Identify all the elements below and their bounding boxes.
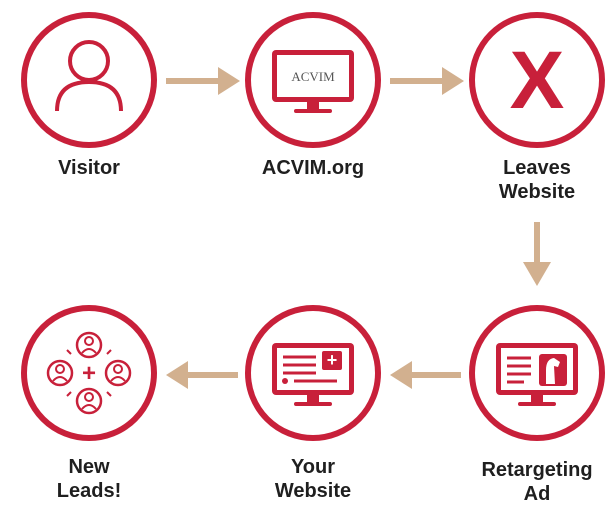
acvim-screen-text: ACVIM xyxy=(291,69,335,84)
monitor-website-icon: + xyxy=(272,343,354,406)
leads-icon xyxy=(46,331,132,415)
node-visitor xyxy=(21,12,157,148)
dog-icon xyxy=(546,358,560,384)
arrow-your-website-to-new-leads xyxy=(166,361,238,389)
lead-person-top xyxy=(75,331,103,359)
person-icon xyxy=(55,40,123,112)
leads-plus-icon: + xyxy=(82,360,96,387)
label-your-website: Your Website xyxy=(253,455,373,503)
monitor-ad-icon xyxy=(496,343,578,406)
label-retargeting-ad: Retargeting Ad xyxy=(462,458,612,506)
label-leaves-line-1: Leaves xyxy=(503,157,571,179)
label-leaves-line-2: Website xyxy=(498,181,576,203)
lead-person-left xyxy=(46,359,74,387)
x-icon: X xyxy=(510,35,565,126)
node-acvim: ACVIM xyxy=(245,12,381,148)
label-acvim: ACVIM.org xyxy=(261,157,365,179)
arrow-acvim-to-leaves xyxy=(390,67,464,95)
node-leaves-website: X xyxy=(469,12,605,148)
label-your-line-1: Your xyxy=(290,456,336,478)
label-visitor: Visitor xyxy=(58,157,120,179)
arrow-leaves-to-retargeting xyxy=(523,222,551,286)
label-retargeting-line-2: Ad xyxy=(523,483,551,505)
node-retargeting-ad xyxy=(469,305,605,441)
label-new-line-1: New xyxy=(68,456,110,478)
node-new-leads: + xyxy=(21,305,157,441)
label-new-leads: New Leads! xyxy=(39,455,139,503)
arrow-retargeting-to-your-website xyxy=(390,361,461,389)
label-retargeting-line-1: Retargeting xyxy=(481,459,593,481)
label-leaves-website: Leaves Website xyxy=(477,156,597,204)
node-your-website: + xyxy=(245,305,381,441)
plus-icon: + xyxy=(327,350,338,370)
arrow-visitor-to-acvim xyxy=(166,67,240,95)
lead-person-right xyxy=(104,359,132,387)
label-your-line-2: Website xyxy=(274,480,352,502)
monitor-acvim-icon: ACVIM xyxy=(272,50,354,113)
lead-person-bottom xyxy=(75,387,103,415)
label-new-line-2: Leads! xyxy=(56,480,122,502)
